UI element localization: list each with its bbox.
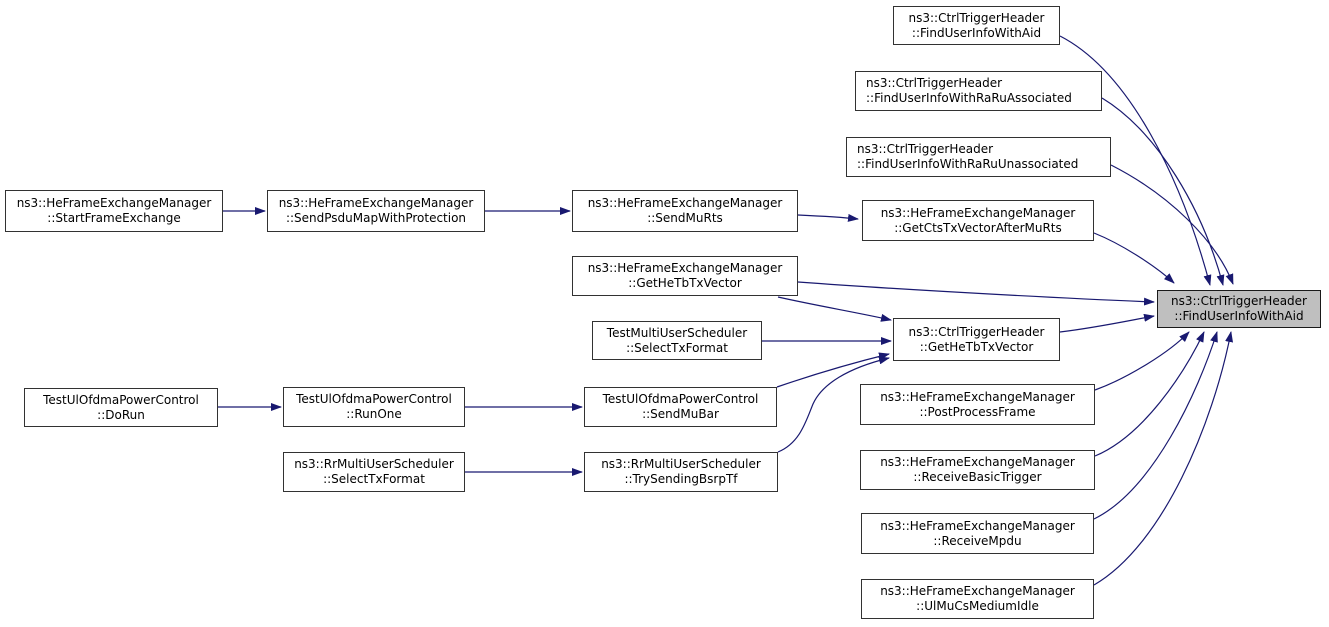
- edge-he-ul-mu-cs-medium-idle--ctrl-find-user-info-with-aid: [1093, 331, 1234, 586]
- node-label-line2: ::PostProcessFrame: [919, 404, 1036, 419]
- node-label-line2: ::DoRun: [97, 407, 145, 422]
- node-label-line2: ::GetCtsTxVectorAfterMuRts: [894, 220, 1062, 235]
- node-ctrl-find-user-info-with-ra-ru-unassociated[interactable]: ns3::CtrlTriggerHeader::FindUserInfoWith…: [846, 137, 1111, 177]
- edge-he-post-process-frame--ctrl-find-user-info-with-aid: [1094, 331, 1190, 391]
- node-label-line2: ::SendMuBar: [642, 407, 719, 421]
- node-label-line1: TestUlOfdmaPowerControl: [43, 392, 199, 407]
- node-rr-try-sending-bsrp-tf[interactable]: ns3::RrMultiUserScheduler::TrySendingBsr…: [584, 452, 778, 492]
- node-label-line1: ns3::HeFrameExchangeManager: [278, 196, 474, 211]
- node-label-line2: ::UlMuCsMediumIdle: [916, 599, 1039, 613]
- node-label-line1: TestUlOfdmaPowerControl: [602, 392, 759, 407]
- node-label-line1: ns3::HeFrameExchangeManager: [880, 389, 1075, 404]
- node-label-line1: ns3::RrMultiUserScheduler: [601, 457, 761, 472]
- node-label-line1: ns3::CtrlTriggerHeader: [908, 10, 1045, 25]
- node-label-line1: ns3::HeFrameExchangeManager: [880, 455, 1075, 470]
- node-label-line2: ::GetHeTbTxVector: [919, 339, 1034, 354]
- node-label-line2: ::FindUserInfoWithAid: [911, 25, 1042, 40]
- node-he-post-process-frame[interactable]: ns3::HeFrameExchangeManager::PostProcess…: [860, 384, 1095, 425]
- node-he-receive-mpdu[interactable]: ns3::HeFrameExchangeManager::ReceiveMpdu: [861, 513, 1094, 554]
- node-label-line2: ::GetHeTbTxVector: [628, 276, 742, 290]
- node-test-multi-user-scheduler-select-tx-format[interactable]: TestMultiUserScheduler::SelectTxFormat: [592, 321, 762, 360]
- node-label-line1: ns3::HeFrameExchangeManager: [880, 518, 1075, 533]
- edge-he-receive-mpdu--ctrl-find-user-info-with-aid: [1093, 331, 1218, 520]
- edge-he-send-mu-rts--he-get-cts-tx-vector-after-mu-rts: [797, 213, 859, 222]
- node-label-line2: ::SendMuRts: [647, 211, 723, 225]
- node-ctrl-find-user-info-with-aid: ns3::CtrlTriggerHeader::FindUserInfoWith…: [1157, 290, 1321, 328]
- node-label-line2: ::SendPsduMapWithProtection: [285, 211, 467, 225]
- node-ctrl-find-user-info-with-aid-overload[interactable]: ns3::CtrlTriggerHeader::FindUserInfoWith…: [893, 6, 1060, 45]
- node-label-line1: TestMultiUserScheduler: [606, 325, 748, 340]
- node-label-line2: ::ReceiveMpdu: [933, 533, 1022, 548]
- edge-ctrl-get-he-tb-tx-vector--ctrl-find-user-info-with-aid: [1059, 313, 1155, 333]
- node-label-line2: ::FindUserInfoWithRaRuAssociated: [866, 91, 1072, 105]
- edge-ctrl-find-user-info-with-ra-ru-associated--ctrl-find-user-info-with-aid: [1101, 97, 1225, 286]
- node-test-ul-ofdma-do-run[interactable]: TestUlOfdmaPowerControl::DoRun: [24, 388, 218, 427]
- node-ctrl-find-user-info-with-ra-ru-associated[interactable]: ns3::CtrlTriggerHeader::FindUserInfoWith…: [855, 71, 1102, 111]
- edge-he-get-he-tb-tx-vector--ctrl-get-he-tb-tx-vector: [777, 296, 892, 322]
- node-he-get-he-tb-tx-vector[interactable]: ns3::HeFrameExchangeManager::GetHeTbTxVe…: [572, 256, 798, 296]
- node-label-line1: ns3::CtrlTriggerHeader: [908, 324, 1045, 339]
- node-rr-select-tx-format[interactable]: ns3::RrMultiUserScheduler::SelectTxForma…: [283, 452, 465, 492]
- node-he-ul-mu-cs-medium-idle[interactable]: ns3::HeFrameExchangeManager::UlMuCsMediu…: [861, 579, 1094, 619]
- node-label-line2: ::SelectTxFormat: [323, 472, 425, 486]
- node-label-line1: ns3::HeFrameExchangeManager: [587, 261, 783, 276]
- node-label-line1: ns3::RrMultiUserScheduler: [294, 457, 454, 472]
- node-he-send-mu-rts[interactable]: ns3::HeFrameExchangeManager::SendMuRts: [572, 190, 798, 232]
- node-label-line1: ns3::HeFrameExchangeManager: [880, 584, 1075, 599]
- edge-rr-try-sending-bsrp-tf--ctrl-get-he-tb-tx-vector: [777, 356, 890, 453]
- node-label-line1: ns3::CtrlTriggerHeader: [866, 76, 1003, 91]
- node-label-line1: ns3::CtrlTriggerHeader: [857, 142, 994, 157]
- edge-ctrl-find-user-info-with-ra-ru-unassociated--ctrl-find-user-info-with-aid: [1110, 164, 1234, 285]
- node-label-line2: ::RunOne: [346, 407, 402, 421]
- node-he-start-frame-exchange[interactable]: ns3::HeFrameExchangeManager::StartFrameE…: [5, 190, 223, 232]
- edge-he-get-he-tb-tx-vector--ctrl-find-user-info-with-aid: [797, 281, 1155, 306]
- node-test-ul-ofdma-run-one[interactable]: TestUlOfdmaPowerControl::RunOne: [283, 387, 465, 427]
- edge-he-receive-basic-trigger--ctrl-find-user-info-with-aid: [1094, 331, 1205, 457]
- edge-he-get-cts-tx-vector-after-mu-rts--ctrl-find-user-info-with-aid: [1093, 232, 1175, 284]
- node-label-line1: ns3::HeFrameExchangeManager: [16, 196, 212, 211]
- node-label-line2: ::FindUserInfoWithRaRuUnassociated: [857, 157, 1079, 171]
- node-ctrl-get-he-tb-tx-vector[interactable]: ns3::CtrlTriggerHeader::GetHeTbTxVector: [893, 318, 1060, 361]
- node-label-line2: ::StartFrameExchange: [47, 211, 181, 225]
- node-label-line2: ::TrySendingBsrpTf: [624, 472, 738, 486]
- node-label-line1: ns3::HeFrameExchangeManager: [587, 196, 783, 211]
- node-label-line2: ::ReceiveBasicTrigger: [913, 470, 1042, 484]
- node-test-ul-ofdma-send-mu-bar[interactable]: TestUlOfdmaPowerControl::SendMuBar: [584, 387, 777, 427]
- edge-ctrl-find-user-info-with-aid-overload--ctrl-find-user-info-with-aid: [1059, 35, 1212, 286]
- node-he-send-psdu-map-with-protection[interactable]: ns3::HeFrameExchangeManager::SendPsduMap…: [267, 190, 485, 232]
- node-he-receive-basic-trigger[interactable]: ns3::HeFrameExchangeManager::ReceiveBasi…: [860, 450, 1095, 490]
- node-label-line1: TestUlOfdmaPowerControl: [296, 392, 452, 407]
- node-label-line2: ::SelectTxFormat: [626, 340, 728, 355]
- edge-test-ul-ofdma-send-mu-bar--ctrl-get-he-tb-tx-vector: [776, 352, 890, 388]
- node-label-line2: ::FindUserInfoWithAid: [1174, 309, 1304, 323]
- node-label-line1: ns3::CtrlTriggerHeader: [1170, 294, 1307, 309]
- node-label-line1: ns3::HeFrameExchangeManager: [880, 205, 1076, 220]
- node-he-get-cts-tx-vector-after-mu-rts[interactable]: ns3::HeFrameExchangeManager::GetCtsTxVec…: [862, 200, 1094, 241]
